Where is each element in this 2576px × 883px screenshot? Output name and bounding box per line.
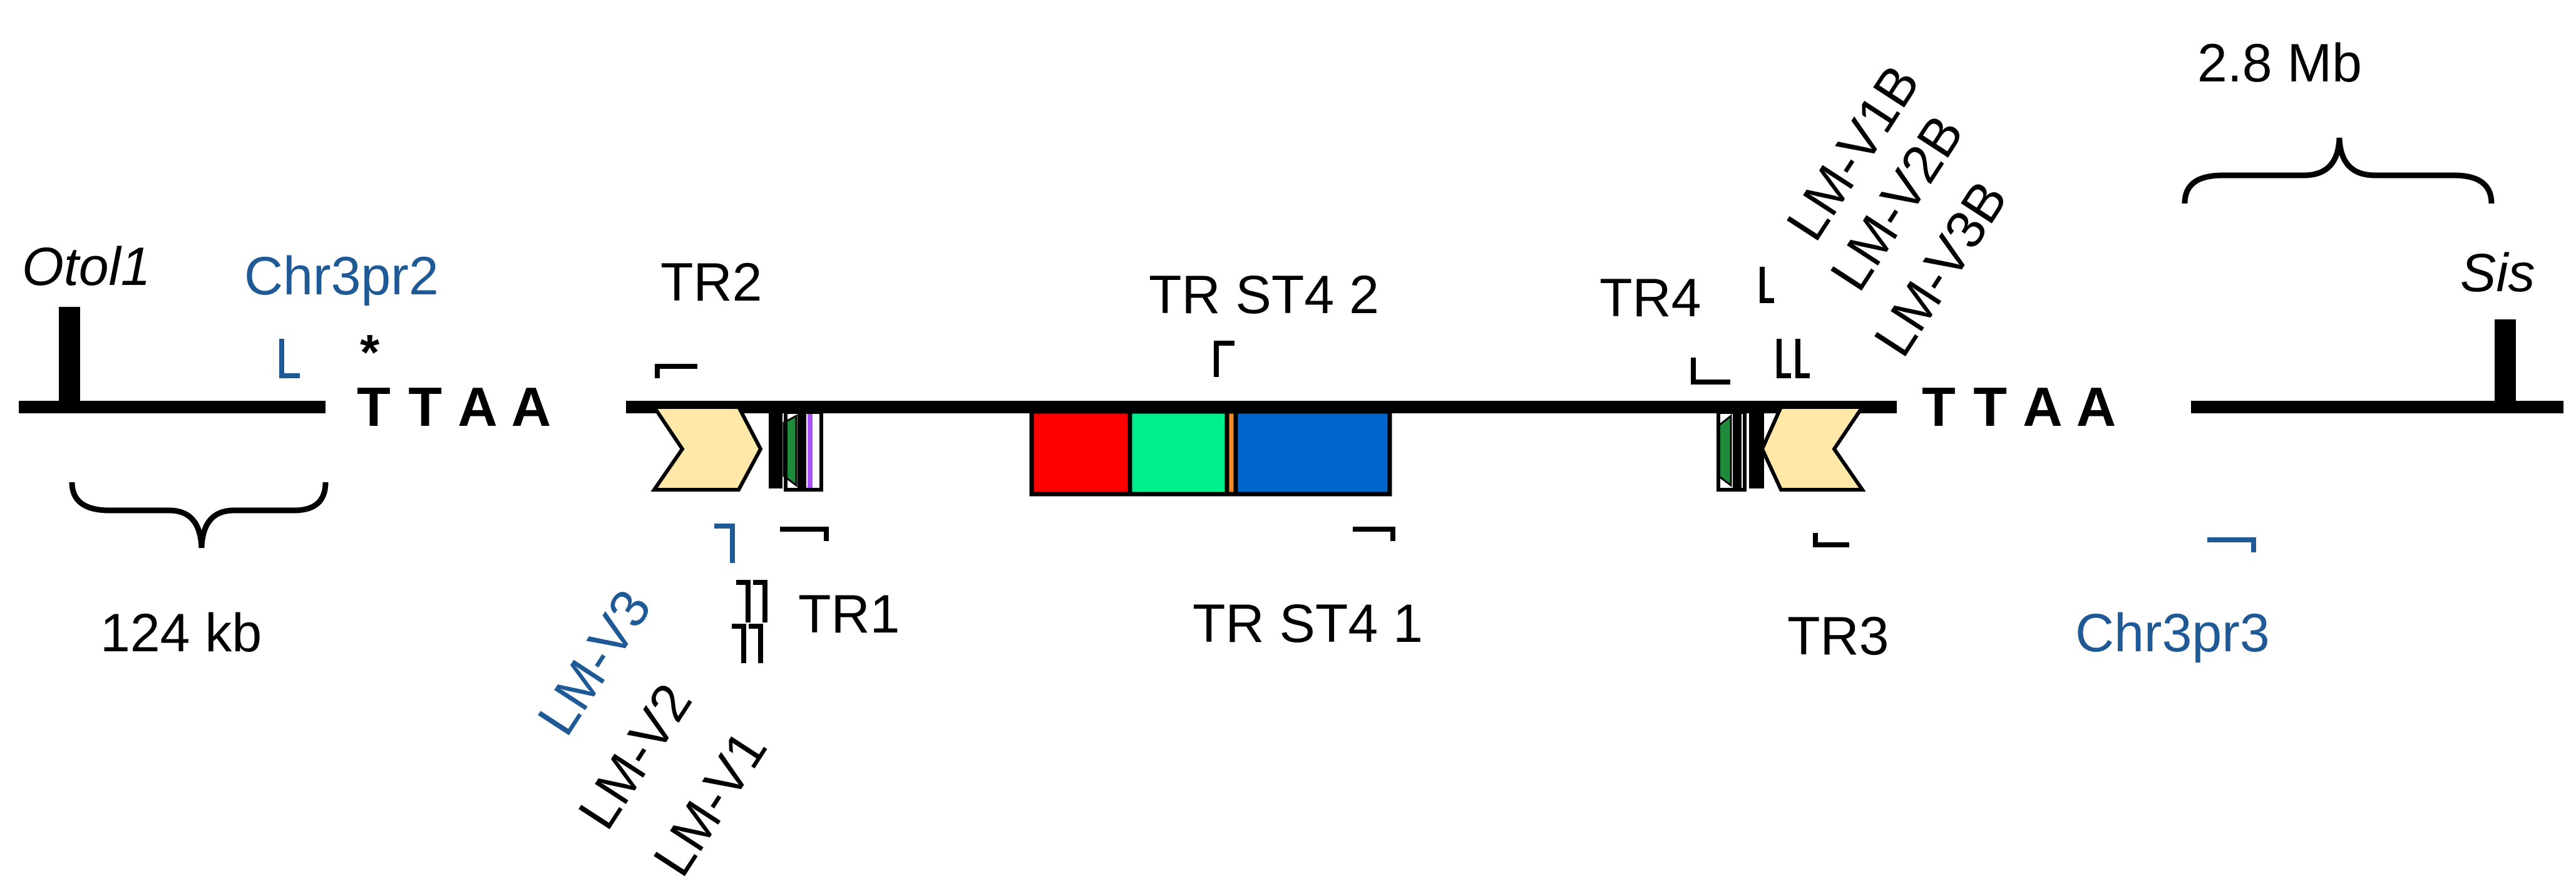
cargo-blue-block [1236,411,1390,494]
gene-label-otol1: Otol1 [22,237,151,297]
ttaa-asterisk: * [360,324,380,380]
cargo-red-block [1032,411,1130,494]
primer-arrow-lm-v1b [1760,267,1774,303]
primer-label-tr3: TR3 [1787,606,1889,666]
primer-arrow-tr4 [1691,358,1730,385]
primer-arrow-lm-v1 [753,580,767,622]
ttaa-left: T T A A [357,376,552,438]
brace-right-2.8mb [2182,137,2495,204]
primer-label-tr4: TR4 [1599,268,1701,328]
primer-label-chr3pr2: Chr3pr2 [244,246,439,306]
cargo-outline [1029,409,1392,497]
primer-label-tr1: TR1 [798,584,900,644]
element-black-left-2 [798,413,806,488]
cargo-green-block [1130,411,1227,494]
tir-right-chevron [1760,405,1866,492]
primer-arrow-lm-v3b [1795,339,1810,378]
primer-arrow-chr3pr2 [279,339,300,378]
primer-label-trst4-2: TR ST4 2 [1149,265,1379,325]
element-box-left [784,410,823,492]
primer-arrow-tr2 [655,364,697,378]
element-black-left [769,410,783,488]
gene-label-sis: Sis [2460,243,2535,303]
primer-arrows [279,267,2256,663]
cargo-cassette [1029,409,1392,497]
ttaa-right: T T A A [1922,376,2117,438]
primer-arrow-tr3 [1813,533,1849,547]
primer-arrow-lm-v2 [736,580,751,622]
primer-arrow-lm-v1-b2 [732,624,746,663]
primer-arrow-lm-v2b [1777,339,1791,378]
primer-label-chr3pr3: Chr3pr3 [2075,603,2270,663]
tir-left-chevron [650,405,763,492]
element-box-right [1716,410,1747,492]
distance-label-right: 2.8 Mb [2197,33,2362,93]
element-purple-left [808,413,813,488]
primer-arrow-trst4-1 [1353,527,1395,541]
primer-arrow-lm-v3 [714,524,735,563]
brace-left-124kb [69,482,329,549]
element-black-right [1733,413,1742,488]
primer-arrow-tr1 [780,527,829,541]
distance-label-left: 124 kb [100,603,262,663]
primer-arrow-lm-v0 [749,624,763,663]
gene-marker-sis [2495,319,2516,413]
primer-label-tr2: TR2 [660,252,762,312]
gene-marker-otol1 [59,307,80,413]
primer-arrow-chr3pr3 [2207,537,2256,552]
primer-label-trst4-1: TR ST4 1 [1193,594,1423,654]
primer-arrow-trst4-2 [1214,341,1234,377]
